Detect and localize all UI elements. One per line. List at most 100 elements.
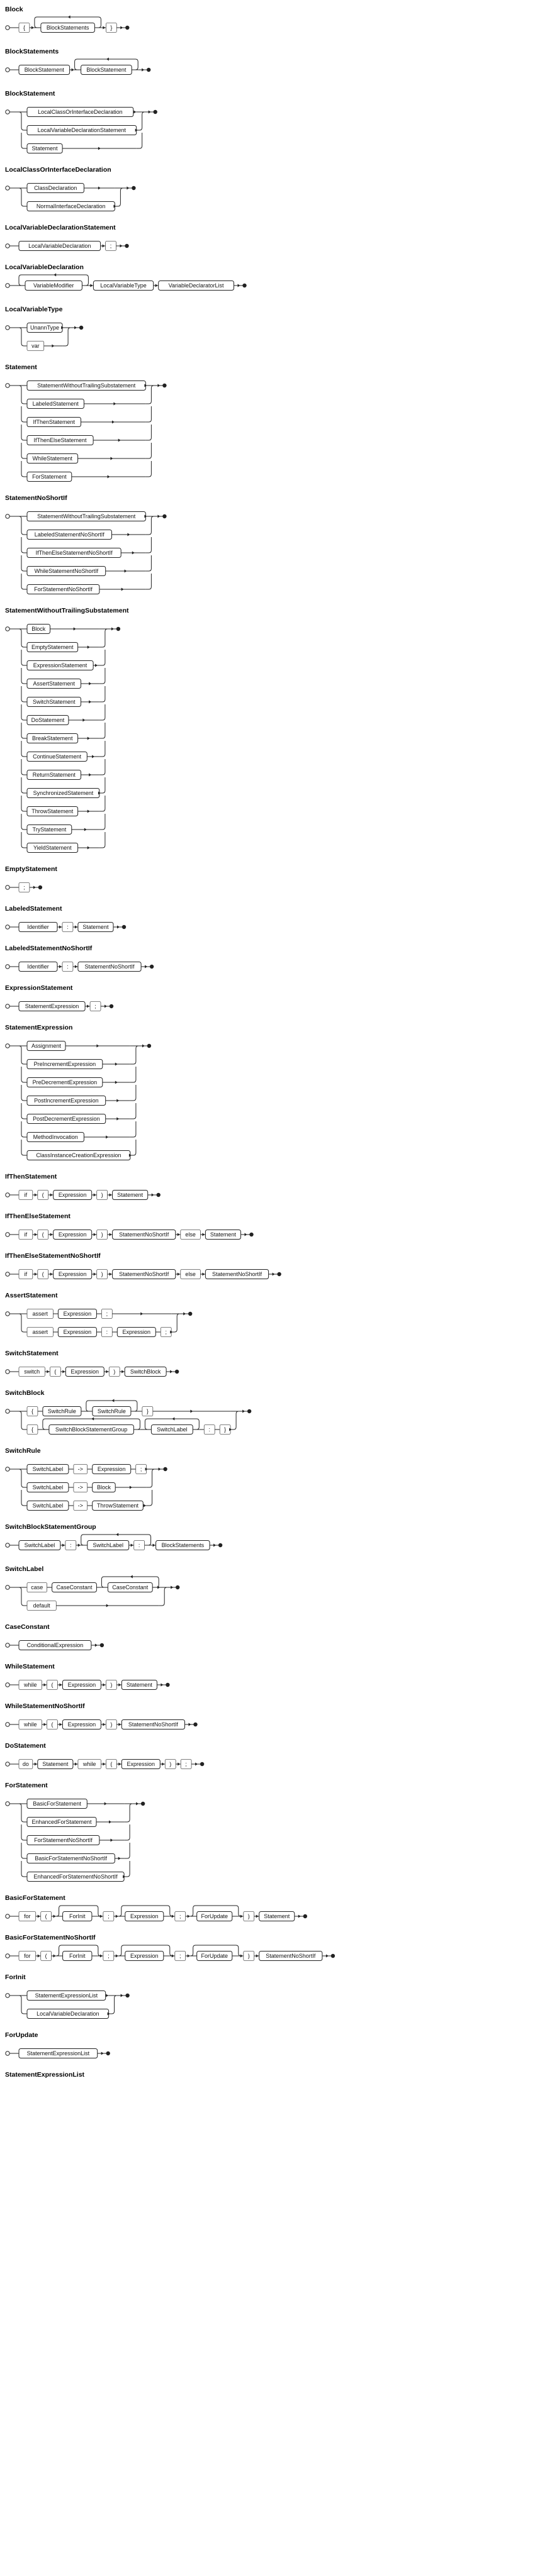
end-node bbox=[277, 1272, 281, 1277]
nonterminal-label: LabeledStatement bbox=[33, 401, 79, 407]
end-node bbox=[147, 67, 151, 72]
terminal-label: ) bbox=[248, 1913, 250, 1919]
terminal-label: ; bbox=[23, 884, 25, 891]
end-node bbox=[116, 626, 121, 631]
end-node bbox=[147, 1043, 152, 1048]
start-node bbox=[5, 514, 10, 519]
nonterminal-label: NormalInterfaceDeclaration bbox=[37, 203, 106, 209]
start-node bbox=[5, 283, 10, 288]
terminal-label: ; bbox=[94, 1003, 96, 1009]
terminal-label: { bbox=[31, 1408, 33, 1414]
start-node bbox=[5, 1409, 10, 1414]
end-node bbox=[174, 1369, 179, 1374]
nonterminal-label: EnhancedForStatementNoShortIf bbox=[34, 1874, 118, 1880]
nonterminal-label: ForInit bbox=[69, 1913, 86, 1919]
nonterminal-label: ThrowStatement bbox=[31, 808, 74, 814]
nonterminal-label: StatementNoShortIf bbox=[128, 1721, 179, 1728]
rule-empty-statement: EmptyStatement; bbox=[5, 865, 57, 892]
nonterminal-label: ForUpdate bbox=[201, 1913, 228, 1919]
terminal-label: -> bbox=[78, 1466, 83, 1472]
end-node bbox=[188, 1311, 193, 1316]
nonterminal-label: Identifier bbox=[27, 963, 49, 970]
rule-title: BlockStatement bbox=[5, 90, 55, 97]
start-node bbox=[5, 1043, 10, 1048]
terminal-box bbox=[133, 1540, 145, 1550]
rule-title: IfThenStatement bbox=[5, 1173, 57, 1180]
nonterminal-label: ForUpdate bbox=[201, 1953, 228, 1959]
nonterminal-label: Expression bbox=[68, 1682, 96, 1688]
rule-title: EmptyStatement bbox=[5, 865, 57, 873]
nonterminal-label: Expression bbox=[123, 1329, 151, 1335]
rule-if-then-else-statement-no-short-if: IfThenElseStatementNoShortIfif(Expressio… bbox=[5, 1252, 281, 1279]
terminal-label: : bbox=[67, 924, 69, 930]
nonterminal-label: BlockStatements bbox=[47, 25, 89, 31]
nonterminal-label: StatementNoShortIf bbox=[119, 1231, 169, 1238]
nonterminal-label: Expression bbox=[127, 1761, 155, 1767]
nonterminal-label: EmptyStatement bbox=[31, 644, 74, 650]
nonterminal-label: LocalVariableType bbox=[100, 282, 146, 289]
nonterminal-label: ForInit bbox=[69, 1953, 86, 1959]
terminal-label: ( bbox=[51, 1682, 53, 1688]
terminal-label: -> bbox=[78, 1502, 83, 1509]
end-node bbox=[218, 1543, 223, 1548]
nonterminal-label: ReturnStatement bbox=[33, 772, 76, 778]
rule-title: Block bbox=[5, 6, 23, 13]
start-node bbox=[5, 885, 10, 890]
end-node bbox=[303, 1914, 307, 1919]
rule-title: LabeledStatementNoShortIf bbox=[5, 945, 93, 952]
nonterminal-box bbox=[205, 1269, 269, 1279]
nonterminal-label: Statement bbox=[264, 1913, 290, 1919]
start-node bbox=[5, 1311, 10, 1316]
nonterminal-label: SwitchLabel bbox=[33, 1484, 64, 1491]
nonterminal-label: CaseConstant bbox=[56, 1584, 93, 1591]
start-node bbox=[5, 67, 10, 72]
nonterminal-box bbox=[92, 1501, 144, 1511]
rule-switch-statement: SwitchStatementswitch(Expression)SwitchB… bbox=[5, 1350, 179, 1377]
nonterminal-label: StatementExpression bbox=[25, 1003, 79, 1009]
terminal-label: ( bbox=[110, 1761, 112, 1767]
end-node bbox=[149, 964, 154, 969]
nonterminal-label: PreIncrementExpression bbox=[34, 1061, 96, 1067]
terminal-label: ) bbox=[169, 1761, 171, 1767]
end-node bbox=[106, 2051, 110, 2056]
nonterminal-label: Expression bbox=[71, 1368, 99, 1375]
end-node bbox=[153, 109, 157, 114]
rule-statement-without-trailing-substatement: StatementWithoutTrailingSubstatementBloc… bbox=[5, 607, 129, 853]
rule-title: LocalVariableDeclarationStatement bbox=[5, 224, 116, 231]
nonterminal-label: UnannType bbox=[30, 325, 59, 331]
nonterminal-label: StatementExpressionList bbox=[35, 1992, 98, 1999]
rule-local-class-or-interface-declaration: LocalClassOrInterfaceDeclarationClassDec… bbox=[5, 166, 136, 211]
nonterminal-label: BasicForStatement bbox=[33, 1801, 81, 1807]
rule-statement: StatementStatementWithoutTrailingSubstat… bbox=[5, 364, 167, 482]
rule-statement-expression-list: StatementExpressionList bbox=[5, 2071, 85, 2079]
terminal-label: -> bbox=[78, 1484, 83, 1491]
terminal-label: switch bbox=[24, 1368, 40, 1375]
terminal-label: ( bbox=[51, 1721, 53, 1728]
nonterminal-label: LocalVariableDeclaration bbox=[28, 243, 91, 249]
nonterminal-label: StatementWithoutTrailingSubstatement bbox=[37, 382, 136, 389]
nonterminal-label: SwitchRule bbox=[98, 1408, 126, 1414]
rule-title: SwitchLabel bbox=[5, 1565, 43, 1573]
nonterminal-label: CaseConstant bbox=[112, 1584, 149, 1591]
terminal-label: ) bbox=[101, 1231, 103, 1238]
terminal-label: ( bbox=[42, 1271, 44, 1277]
terminal-label: { bbox=[23, 25, 25, 31]
rule-title: ForUpdate bbox=[5, 2031, 38, 2039]
rule-local-variable-declaration: LocalVariableDeclarationVariableModifier… bbox=[5, 264, 247, 291]
rule-title: SwitchBlockStatementGroup bbox=[5, 1523, 96, 1531]
nonterminal-label: Expression bbox=[68, 1721, 96, 1728]
start-node bbox=[5, 1953, 10, 1958]
rule-title: StatementExpression bbox=[5, 1024, 72, 1031]
nonterminal-label: BasicForStatementNoShortIf bbox=[35, 1855, 107, 1862]
nonterminal-label: MethodInvocation bbox=[33, 1134, 78, 1140]
start-node bbox=[5, 1682, 10, 1687]
start-node bbox=[5, 325, 10, 330]
nonterminal-label: IfThenElseStatementNoShortIf bbox=[36, 550, 113, 556]
end-node bbox=[99, 1643, 104, 1648]
start-node bbox=[5, 964, 10, 969]
start-node bbox=[5, 1232, 10, 1237]
terminal-label: : bbox=[208, 1426, 210, 1433]
